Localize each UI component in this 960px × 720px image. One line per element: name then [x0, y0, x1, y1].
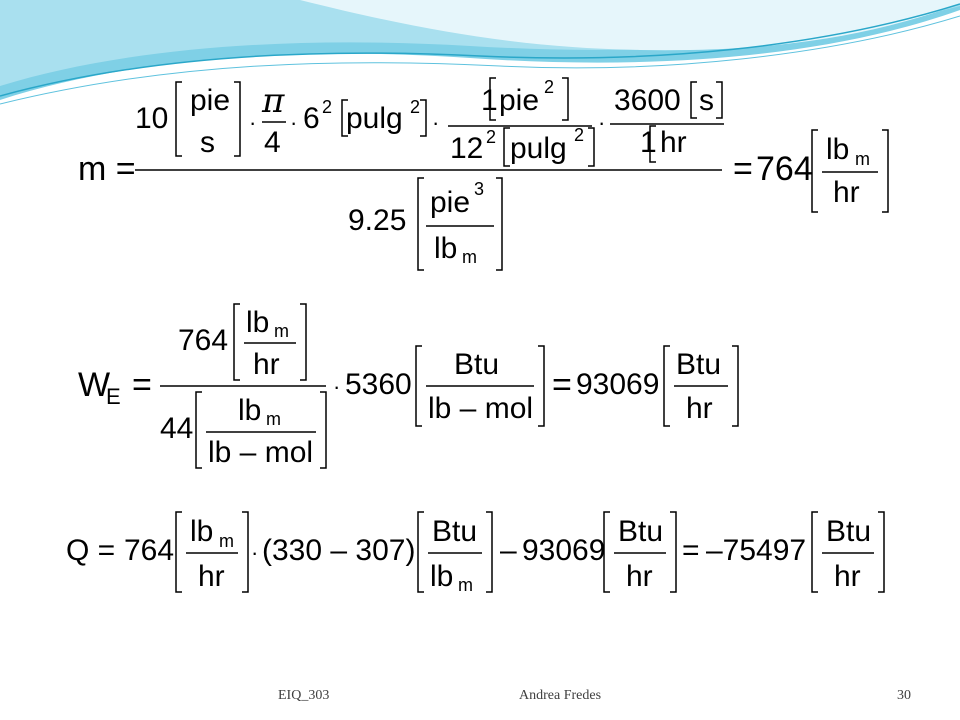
eq3-unit-hr: hr — [626, 560, 653, 593]
eq1-unit-pie: pie — [190, 84, 231, 117]
eq2-unit-hr: hr — [253, 348, 280, 381]
eq1-unit-s: s — [699, 84, 714, 117]
eq2-sub-m: m — [266, 409, 281, 429]
eq3-lhs: Q = — [66, 534, 116, 567]
eq1-unit-lb: lb — [826, 133, 850, 166]
eq1-dot: · — [290, 110, 298, 135]
eq1-sub-m: m — [855, 149, 870, 169]
eq2-unit-lbmol: lb – mol — [428, 392, 534, 425]
eq1-unit-s: s — [200, 126, 215, 159]
eq1-exp: 3 — [474, 179, 485, 199]
header-wave-decoration — [0, 0, 960, 105]
footer-author: Andrea Fredes — [519, 688, 602, 703]
eq2-unit-hr: hr — [686, 392, 713, 425]
eq1-unit-pie: pie — [499, 84, 540, 117]
eq1-num-10: 10 — [135, 102, 169, 135]
eq1-equals: = — [733, 150, 753, 188]
eq2-unit-btu: Btu — [676, 348, 722, 381]
eq1-dot: · — [432, 110, 440, 135]
eq2-sub-m: m — [274, 321, 289, 341]
eq1-unit-pulg: pulg — [346, 102, 403, 135]
eq3-num-764: 764 — [124, 534, 175, 567]
eq3-num-93069: 93069 — [522, 534, 606, 567]
eq1-unit-pie: pie — [430, 186, 471, 219]
eq1-twelve: 12 — [450, 132, 484, 165]
eq1-one: 1 — [640, 126, 657, 159]
eq1-exp: 2 — [486, 127, 497, 147]
eq1-sub-m: m — [462, 247, 477, 267]
eq3-unit-hr: hr — [834, 560, 861, 593]
eq2-unit-lb: lb — [246, 306, 270, 339]
eq1-result: 764 — [756, 150, 813, 188]
eq3-unit-btu: Btu — [826, 515, 872, 548]
eq2-W: W — [78, 366, 111, 404]
eq1-four: 4 — [264, 126, 281, 159]
eq1-unit-hr: hr — [833, 176, 860, 209]
eq3-dot: · — [251, 540, 259, 565]
eq2-result: 93069 — [576, 368, 660, 401]
eq2-num-5360: 5360 — [345, 368, 412, 401]
eq3-unit-lb: lb — [430, 560, 454, 593]
eq3-sub-m: m — [219, 531, 234, 551]
footer-page-number: 30 — [897, 688, 911, 703]
eq3-paren-expression: (330 – 307) — [262, 534, 416, 567]
eq2-unit-lbmol: lb – mol — [208, 436, 314, 469]
eq1-dot: · — [249, 110, 257, 135]
eq3-unit-lb: lb — [190, 515, 214, 548]
eq1-dot: · — [598, 110, 606, 135]
eq2-num-764: 764 — [178, 324, 229, 357]
eq2-equals: = — [552, 366, 572, 404]
eq2-unit-lb: lb — [238, 394, 262, 427]
eq2-equals: = — [132, 366, 152, 404]
eq1-exp: 2 — [544, 77, 555, 97]
eq3-equals: = — [682, 534, 700, 567]
eq1-num-9-25: 9.25 — [348, 204, 407, 237]
eq1-six: 6 — [303, 102, 320, 135]
eq3-unit-hr: hr — [198, 560, 225, 593]
eq2-dot: · — [333, 374, 341, 399]
eq1-num-3600: 3600 — [614, 84, 681, 117]
eq1-exp: 2 — [410, 97, 421, 117]
eq1-exp: 2 — [322, 97, 333, 117]
eq2-sub-E: E — [106, 384, 121, 409]
eq3-result: –75497 — [706, 534, 807, 567]
footer-course-code: EIQ_303 — [278, 688, 330, 703]
eq1-pi: π — [262, 81, 285, 121]
eq1-unit-pulg: pulg — [510, 132, 567, 165]
eq1-unit-hr: hr — [660, 126, 687, 159]
eq2-unit-btu: Btu — [454, 348, 500, 381]
eq3-minus: – — [500, 534, 517, 567]
eq3-unit-btu: Btu — [618, 515, 664, 548]
eq3-sub-m: m — [458, 575, 473, 595]
eq1-lhs: m = — [78, 150, 136, 188]
eq1-exp: 2 — [574, 125, 585, 145]
eq3-unit-btu: Btu — [432, 515, 478, 548]
eq2-num-44: 44 — [160, 412, 194, 445]
eq1-unit-lb: lb — [434, 232, 458, 265]
